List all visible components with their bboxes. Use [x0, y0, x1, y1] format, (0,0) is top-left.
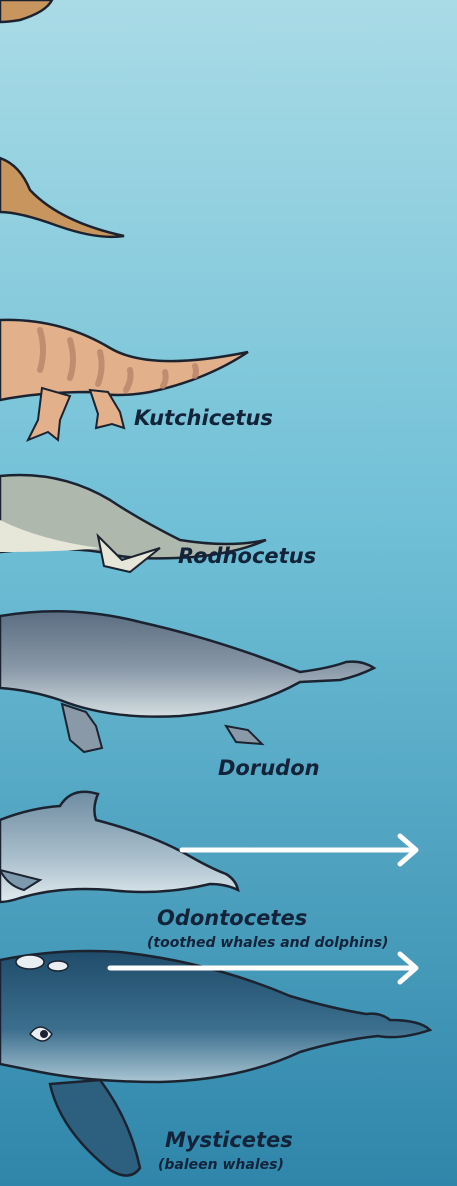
kutchicetus-label: Kutchicetus — [134, 406, 273, 430]
rodhocetus-label: Rodhocetus — [178, 544, 316, 568]
mysticetes-label: Mysticetes — [165, 1128, 293, 1152]
odontocetes-sublabel: (toothed whales and dolphins) — [147, 935, 388, 951]
odontocetes-label: Odontocetes — [157, 906, 307, 930]
dorudon-label: Dorudon — [218, 756, 320, 780]
mysticetes-sublabel: (baleen whales) — [158, 1157, 284, 1173]
